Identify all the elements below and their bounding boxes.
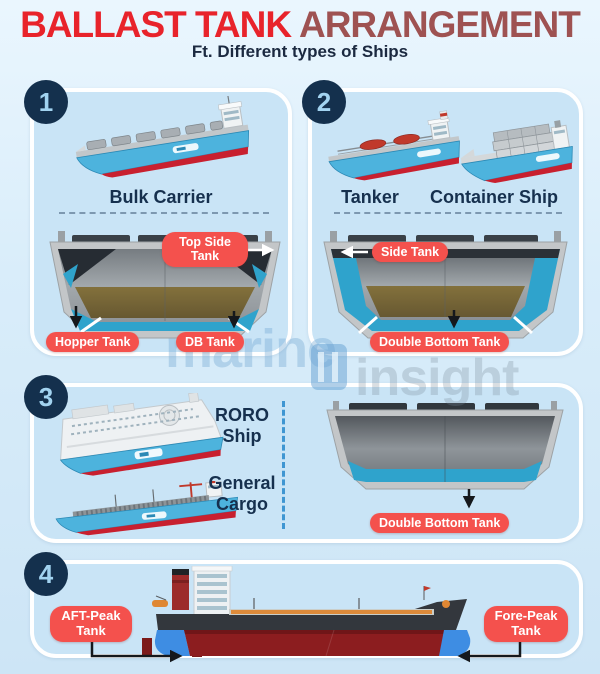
panel-bulk-carrier: 1 Bulk Carrier <box>24 80 292 356</box>
top-side-tank-label: Top Side Tank <box>162 232 248 267</box>
lifeboat <box>152 600 168 607</box>
double-bottom-tank-label: Double Bottom Tank <box>370 332 510 353</box>
container-ship-illustration <box>460 120 573 184</box>
double-bottom-arrow <box>462 489 476 509</box>
roro-ship-illustration <box>59 393 224 476</box>
panel-peak-tanks: 4 <box>24 552 583 663</box>
panel-roro-general-cargo: 3 RORO Ship <box>24 375 583 543</box>
double-bottom-tank-label: Double Bottom Tank <box>370 513 510 534</box>
page-title: BALLAST TANK ARRANGEMENT <box>0 4 600 46</box>
side-tank-label: Side Tank <box>372 242 449 263</box>
roro-ship-name: RORO Ship <box>215 405 269 446</box>
general-cargo-illustration <box>55 481 239 536</box>
fore-peak-tank-label: Fore-Peak Tank <box>484 606 568 642</box>
page-subtitle: Ft. Different types of Ships <box>191 42 409 61</box>
ship-side-view-illustration <box>142 566 471 657</box>
bow-buoy <box>442 600 450 608</box>
rudder <box>142 638 152 656</box>
lower-hull-red <box>184 630 446 656</box>
panel-number-badge: 1 <box>24 80 68 124</box>
tanker-illustration <box>328 110 460 181</box>
fore-peak-tank <box>439 630 471 656</box>
aft-peak-tank-label: AFT-Peak Tank <box>50 606 132 642</box>
db-tank-label: DB Tank <box>176 332 244 353</box>
divider-dashed <box>334 212 562 214</box>
aft-peak-arrow <box>90 640 183 663</box>
fore-peak-arrow <box>457 638 522 663</box>
title-secondary: ARRANGEMENT <box>298 4 581 45</box>
bulk-carrier-name: Bulk Carrier <box>109 187 213 207</box>
divider-dashed-vertical <box>282 401 285 529</box>
title-primary: BALLAST TANK <box>20 4 292 45</box>
aft-peak-tank <box>154 630 190 656</box>
bulk-carrier-illustration <box>75 96 250 178</box>
general-cargo-name: General Cargo <box>208 473 276 514</box>
tanker-name: Tanker <box>341 187 399 207</box>
funnel <box>172 572 189 610</box>
container-ship-name: Container Ship <box>429 187 558 207</box>
divider-dashed <box>59 212 269 214</box>
hopper-tank-label: Hopper Tank <box>46 332 140 353</box>
panel-number-badge: 4 <box>24 552 68 596</box>
panel-number-badge: 3 <box>24 375 68 419</box>
panel-number-badge: 2 <box>302 80 346 124</box>
tanker-cross-section <box>323 231 568 339</box>
general-cargo-cross-section <box>326 401 564 490</box>
tanker-and-container-illustration <box>328 110 573 184</box>
panel-tanker-container: 2 <box>302 80 583 356</box>
